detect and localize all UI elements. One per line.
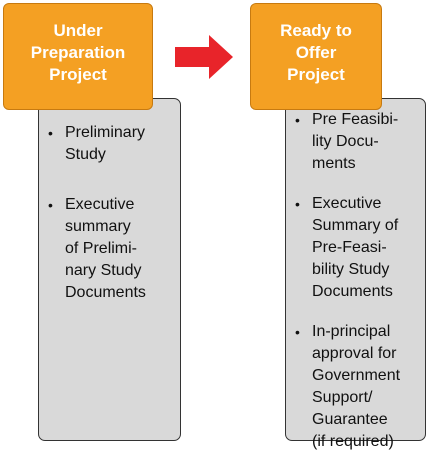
under-preparation-project-header: Under Preparation Project <box>3 3 153 110</box>
requirement-line: of Prelimi- <box>65 240 138 257</box>
requirement-line: Pre Feasibi- <box>312 111 399 128</box>
bullet-glyph: • <box>48 197 53 213</box>
requirement-line: Documents <box>65 284 146 301</box>
ready-to-offer-requirements-list: • Pre Feasibi- lity Docu- ments • Execut… <box>286 109 425 453</box>
requirement-item: • Executive summary of Prelimi- nary Stu… <box>39 194 180 304</box>
requirement-line: bility Study <box>312 261 390 278</box>
requirement-line: nary Study <box>65 262 142 279</box>
bullet-glyph: • <box>48 125 53 141</box>
requirement-item: • Preliminary Study <box>39 122 180 166</box>
header-line: Project <box>49 65 107 84</box>
header-line: Preparation <box>30 43 126 62</box>
requirement-line: Government <box>312 367 401 384</box>
header-line: Offer <box>295 43 337 62</box>
bullet-glyph: • <box>295 196 300 212</box>
header-line: Under <box>53 21 103 40</box>
requirement-line: Documents <box>312 283 393 300</box>
requirement-line: summary <box>65 218 131 235</box>
under-preparation-requirements-list: • Preliminary Study • Executive summary … <box>39 122 180 304</box>
requirement-line: Pre-Feasi- <box>312 239 387 256</box>
requirement-line: approval for <box>312 345 397 362</box>
bullet-glyph: • <box>295 324 300 340</box>
requirement-line: In-principal <box>312 323 391 340</box>
under-preparation-requirements-panel: • Preliminary Study • Executive summary … <box>38 98 181 441</box>
requirement-line: Executive <box>65 196 135 213</box>
requirement-line: ments <box>312 155 356 172</box>
requirement-line: Summary of <box>312 217 399 234</box>
requirement-line: Study <box>65 146 106 163</box>
requirement-line: (if required) <box>312 433 394 450</box>
requirement-line: Executive <box>312 195 382 212</box>
right-arrow-icon <box>175 35 233 79</box>
header-line: Ready to <box>280 21 352 40</box>
requirement-item: • Executive Summary of Pre-Feasi- bility… <box>286 193 425 303</box>
requirement-item: • In-principal approval for Government S… <box>286 321 425 453</box>
ready-to-offer-project-header: Ready to Offer Project <box>250 3 382 110</box>
bullet-glyph: • <box>295 112 300 128</box>
header-line: Project <box>287 65 345 84</box>
requirement-item: • Pre Feasibi- lity Docu- ments <box>286 109 425 175</box>
requirement-line: Preliminary <box>65 124 146 141</box>
requirement-line: Support/ <box>312 389 373 406</box>
requirement-line: lity Docu- <box>312 133 379 150</box>
requirement-line: Guarantee <box>312 411 388 428</box>
ready-to-offer-requirements-panel: • Pre Feasibi- lity Docu- ments • Execut… <box>285 98 426 450</box>
